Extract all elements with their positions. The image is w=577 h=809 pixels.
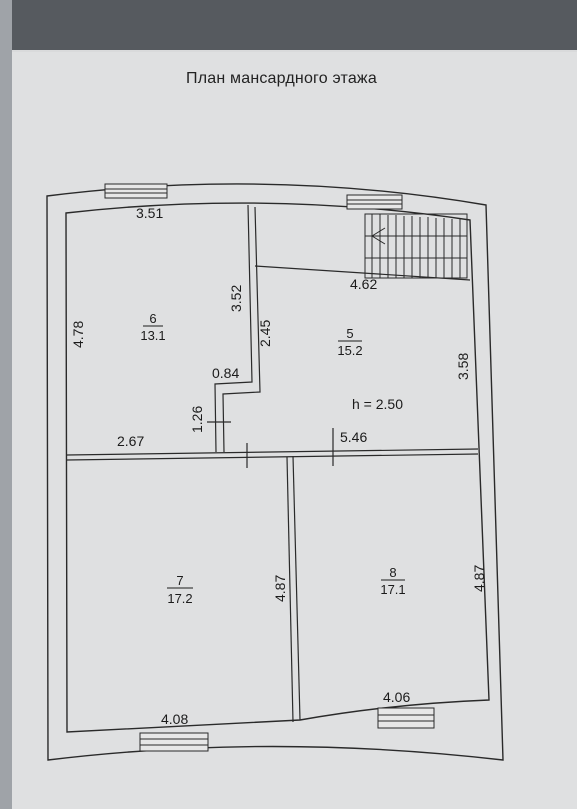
room-5-number: 5 (346, 326, 353, 341)
outer-wall (46, 183, 504, 761)
plan-title: План мансардного этажа (186, 70, 377, 87)
window-top-left (104, 183, 168, 199)
room-8-number: 8 (389, 565, 396, 580)
window-top-right (346, 194, 403, 210)
partition-7-8 (286, 455, 301, 723)
staircase (364, 213, 468, 279)
dim-small-vertical: 1.26 (189, 406, 205, 433)
middle-wall (66, 448, 479, 461)
window-bottom-left (139, 732, 209, 752)
dim-top-room5: 4.62 (350, 276, 377, 292)
window-bottom-right (377, 707, 435, 729)
dim-mid-right: 5.46 (340, 429, 367, 445)
dim-bottom-room8: 4.06 (383, 689, 410, 705)
dim-left-room6: 4.78 (70, 321, 86, 348)
binding-strip (12, 0, 577, 50)
dim-top-room6: 3.51 (136, 205, 163, 221)
room-7-label: 7 17.2 (167, 573, 193, 606)
room-6-label: 6 13.1 (140, 311, 165, 343)
dim-room7-height: 4.87 (272, 575, 288, 602)
partition-6-5 (214, 204, 261, 453)
room-7-number: 7 (176, 573, 183, 588)
room-5-area: 15.2 (337, 343, 362, 358)
room-8-area: 17.1 (380, 582, 405, 597)
paper-page (12, 52, 577, 809)
door-marks (207, 421, 334, 468)
dim-room8-height: 4.87 (471, 565, 487, 592)
inner-wall (65, 202, 490, 733)
room-5-label: 5 15.2 (337, 326, 362, 358)
page-shadow (0, 0, 12, 809)
room-6-area: 13.1 (140, 328, 165, 343)
ceiling-height-note: h = 2.50 (352, 396, 403, 412)
dim-mid-left: 2.67 (117, 433, 144, 449)
room-7-area: 17.2 (167, 591, 192, 606)
dim-step-vertical: 2.45 (257, 320, 273, 347)
dim-bottom-room7: 4.08 (161, 711, 188, 727)
dim-step-horizontal: 0.84 (212, 365, 239, 381)
dim-right-room5: 3.58 (455, 353, 471, 380)
dim-right-room6: 3.52 (228, 285, 244, 312)
room-6-number: 6 (149, 311, 156, 326)
room-8-label: 8 17.1 (380, 565, 405, 597)
